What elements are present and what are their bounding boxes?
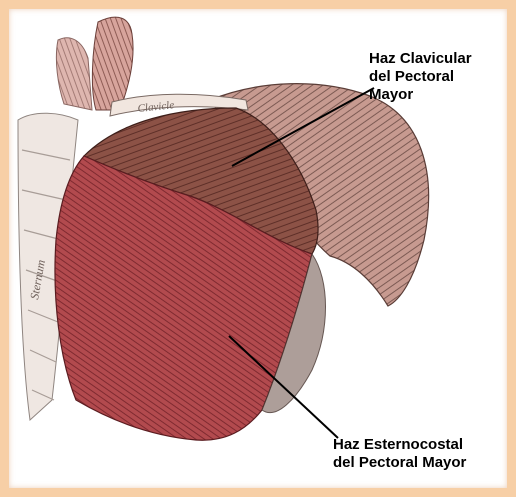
label-clavicular-head: Haz Clavicular del Pectoral Mayor: [369, 50, 472, 104]
neck-muscle-left: [56, 38, 92, 110]
label-sternocostal-head: Haz Esternocostal del Pectoral Mayor: [333, 436, 466, 472]
neck-muscle: [92, 17, 133, 110]
label-clavicular-line-3: Mayor: [369, 86, 472, 104]
label-sternocostal-line-1: Haz Esternocostal: [333, 436, 466, 454]
label-sternocostal-line-2: del Pectoral Mayor: [333, 454, 466, 472]
label-clavicular-line-1: Haz Clavicular: [369, 50, 472, 68]
clavicle-label: Clavicle: [137, 99, 175, 115]
label-clavicular-line-2: del Pectoral: [369, 68, 472, 86]
